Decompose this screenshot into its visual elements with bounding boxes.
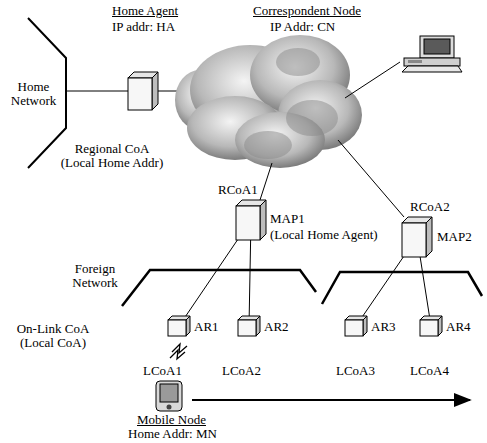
node-icon	[155, 380, 183, 412]
wireless-symbol	[172, 344, 187, 353]
annotation-label: LCoA4	[410, 364, 449, 378]
network-link	[420, 257, 429, 316]
home-link	[66, 91, 180, 92]
network-node: Mobile NodeHome Addr: MN	[155, 380, 183, 412]
node-label: AR4	[446, 320, 471, 334]
node-icon	[420, 316, 442, 336]
node-icon	[345, 316, 367, 336]
node-label: IP addr: HA	[112, 20, 175, 34]
node-label: Mobile Node	[137, 413, 206, 427]
network-node: RCoA2MAP2	[402, 217, 432, 257]
node-icon	[168, 316, 190, 336]
node-label: AR3	[371, 320, 396, 334]
movement-arrow	[192, 399, 470, 401]
node-label: RCoA2	[410, 200, 450, 214]
internet-cloud	[175, 35, 362, 168]
node-icon	[238, 316, 260, 336]
node-icon	[402, 217, 432, 257]
foreign-link-1	[122, 270, 316, 306]
wireless-symbol-2	[170, 350, 185, 359]
network-node: Home AgentIP addr: HA	[128, 72, 158, 110]
network-node: AR2	[238, 316, 260, 336]
annotation-label: LCoA3	[336, 364, 375, 378]
node-label: Home Addr: MN	[128, 427, 217, 441]
node-label: AR2	[264, 320, 289, 334]
network-node: AR4	[420, 316, 442, 336]
annotation-label: On-Link CoA (Local CoA)	[12, 322, 94, 350]
network-node: Correspondent NodeIP Addr: CN	[400, 36, 462, 72]
node-icon	[236, 200, 266, 240]
network-link	[249, 240, 250, 316]
annotation-label: LCoA2	[222, 364, 261, 378]
network-node: AR3	[345, 316, 367, 336]
node-icon	[128, 72, 158, 110]
annotation-label: Home Network	[6, 80, 61, 108]
node-label: (Local Home Agent)	[270, 228, 378, 242]
node-label: MAP2	[437, 230, 472, 244]
annotation-label: Foreign Network	[70, 262, 120, 290]
node-icon	[400, 36, 462, 72]
node-label: RCoA1	[218, 183, 258, 197]
map2-link	[338, 140, 404, 217]
node-label: IP Addr: CN	[270, 20, 335, 34]
network-node: RCoA1MAP1(Local Home Agent)	[236, 200, 266, 240]
foreign-link-2	[322, 272, 482, 304]
map1-link	[260, 163, 272, 200]
node-label: MAP1	[270, 212, 305, 226]
network-link	[363, 257, 403, 316]
node-label: Home Agent	[112, 4, 178, 18]
network-node: AR1	[168, 316, 190, 336]
cn-link	[345, 62, 400, 98]
annotation-label: Regional CoA (Local Home Addr)	[58, 142, 166, 170]
node-label: AR1	[194, 320, 219, 334]
node-label: Correspondent Node	[253, 4, 361, 18]
annotation-label: LCoA1	[143, 364, 182, 378]
network-link	[186, 240, 238, 316]
